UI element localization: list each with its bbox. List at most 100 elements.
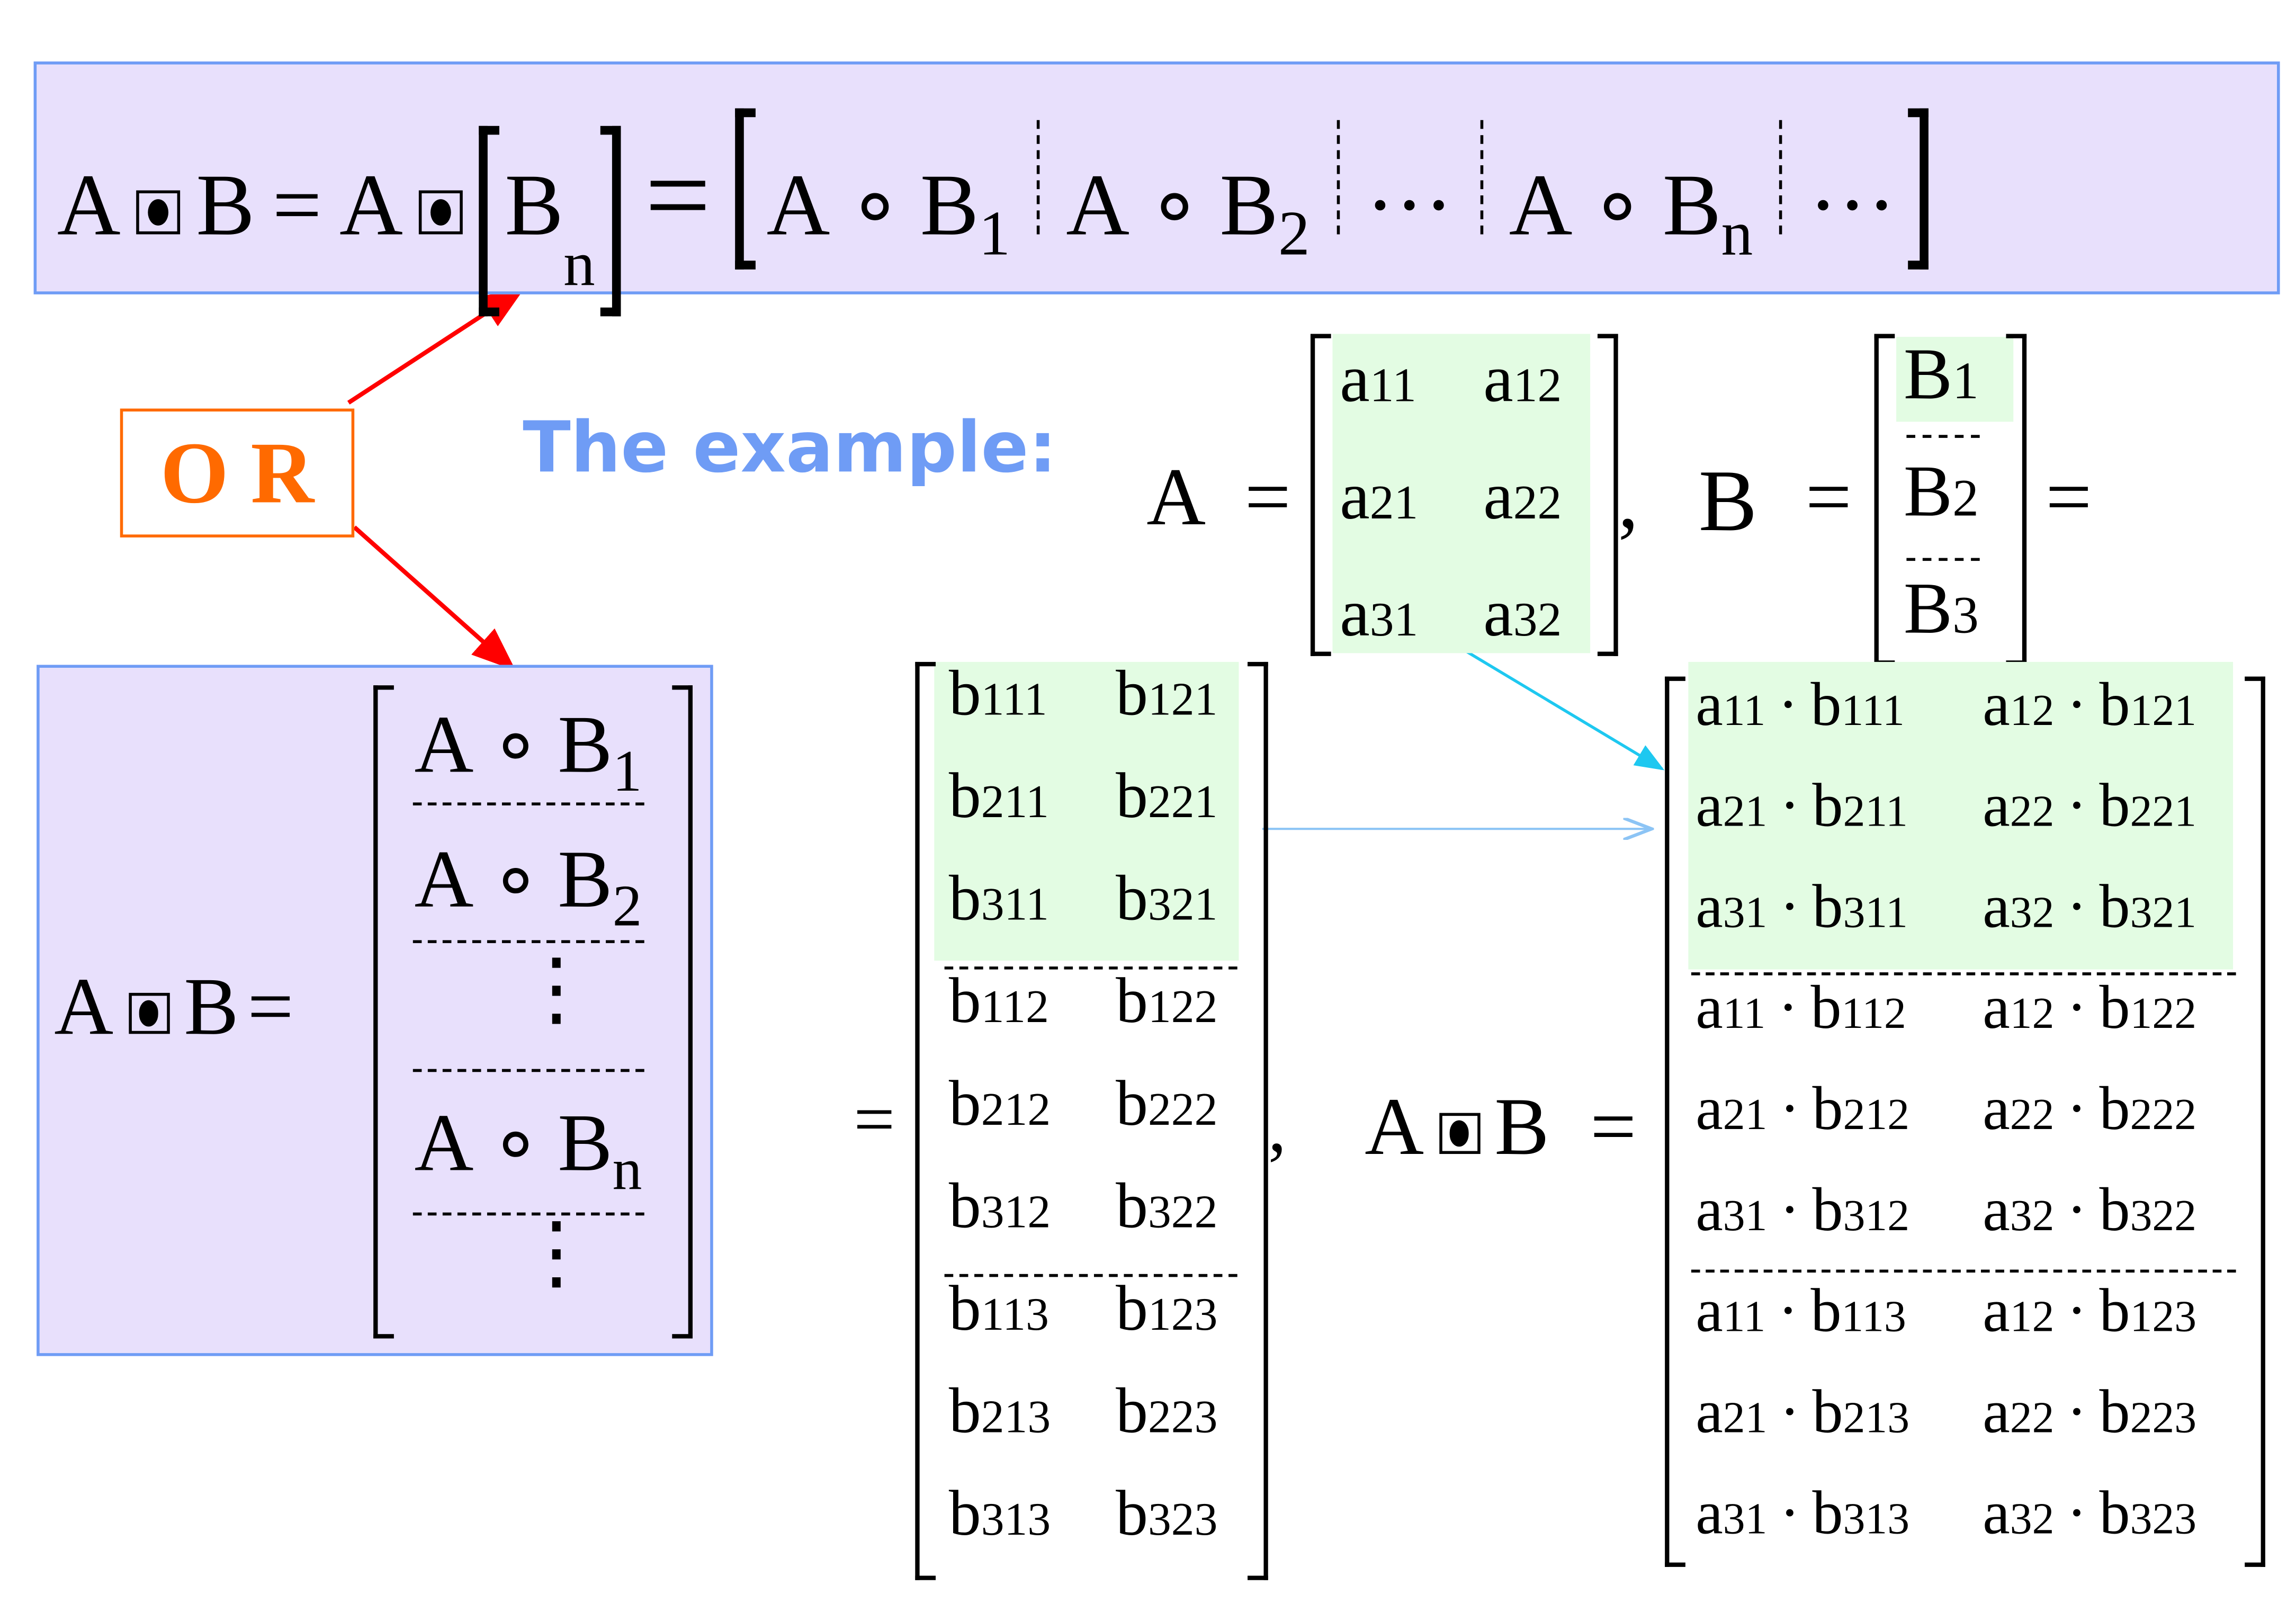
column-separator <box>1779 120 1782 235</box>
dot-operator: · <box>1778 672 1799 740</box>
dot-operator: · <box>1779 1480 1800 1548</box>
dot-operator: · <box>1779 1076 1800 1144</box>
term-base: b <box>948 1477 981 1550</box>
or-box: O R <box>120 408 355 538</box>
term: Bn <box>558 1097 642 1199</box>
box-product-icon <box>1438 1113 1480 1154</box>
term-base: b <box>1116 965 1148 1037</box>
dot-operator: · <box>1778 1278 1799 1346</box>
term-base: a <box>1983 975 2010 1043</box>
matrix-b-full-left-bracket <box>915 661 936 1580</box>
dot-operator: · <box>2066 874 2087 942</box>
term-subscript: 2 <box>1278 200 1310 270</box>
term-subscript: 2 <box>612 872 642 939</box>
block-term: A∘Bn <box>415 1095 642 1199</box>
dot-operator: · <box>2066 975 2087 1043</box>
dot-operator: · <box>2066 1076 2087 1144</box>
separator <box>412 802 644 805</box>
term-base: b <box>1116 862 1148 935</box>
term: B1 <box>558 698 642 801</box>
term-base: a <box>1696 1076 1723 1144</box>
circle-product-icon: ∘ <box>490 835 542 926</box>
dot-operator: · <box>2066 773 2087 841</box>
left-formula-lhs: A B = <box>54 961 293 1054</box>
term-base: b <box>2099 672 2130 740</box>
term-base: a <box>1983 1480 2010 1548</box>
term-base: b <box>1812 1076 1843 1144</box>
term-base: b <box>2099 1076 2130 1144</box>
left-bracket <box>734 108 755 270</box>
equals: = <box>2046 452 2092 543</box>
term: Bn <box>1663 155 1753 266</box>
dot-operator: · <box>2066 1379 2087 1447</box>
equals: = <box>644 131 711 261</box>
term-base: a <box>1983 773 2010 841</box>
matrix-b-full-right-bracket <box>1248 661 1268 1580</box>
term-b: B <box>1494 1082 1549 1174</box>
separator <box>1906 435 1980 438</box>
box-product-icon <box>136 190 181 235</box>
term-base: a <box>1340 458 1370 533</box>
right-bracket <box>600 126 622 317</box>
term-base: b <box>1116 1375 1148 1447</box>
separator <box>944 966 1237 970</box>
term-a: A <box>339 156 403 254</box>
result-lhs: A B = <box>1365 1081 1636 1175</box>
comma: , <box>1268 1085 1287 1167</box>
matrix-a-equals: = <box>1244 452 1291 543</box>
separator <box>1906 558 1980 561</box>
result-left-bracket <box>1665 676 1685 1567</box>
term-base: b <box>1116 1170 1148 1242</box>
term-base: b <box>2099 1480 2130 1548</box>
ellipsis: ··· <box>1365 156 1454 254</box>
block-term: A∘B2 <box>1066 154 1310 266</box>
term-b: B <box>184 962 239 1053</box>
term-base: a <box>1696 975 1723 1043</box>
term-base: b <box>1812 1177 1843 1245</box>
example-label: The example: <box>523 407 1057 489</box>
term-b: B <box>196 156 255 254</box>
term-base: a <box>1696 1177 1723 1245</box>
term-base: B <box>1903 567 1953 649</box>
result-block1-highlight <box>1688 661 2234 970</box>
dot-operator: · <box>2066 1480 2087 1548</box>
matrix-b-equals: = <box>1805 452 1852 543</box>
term-base: B <box>558 700 613 791</box>
term-subscript: 1 <box>979 200 1011 270</box>
term-base: a <box>1483 575 1513 650</box>
term-base: b <box>1116 657 1148 730</box>
arrow-a-to-result <box>1463 649 1665 771</box>
